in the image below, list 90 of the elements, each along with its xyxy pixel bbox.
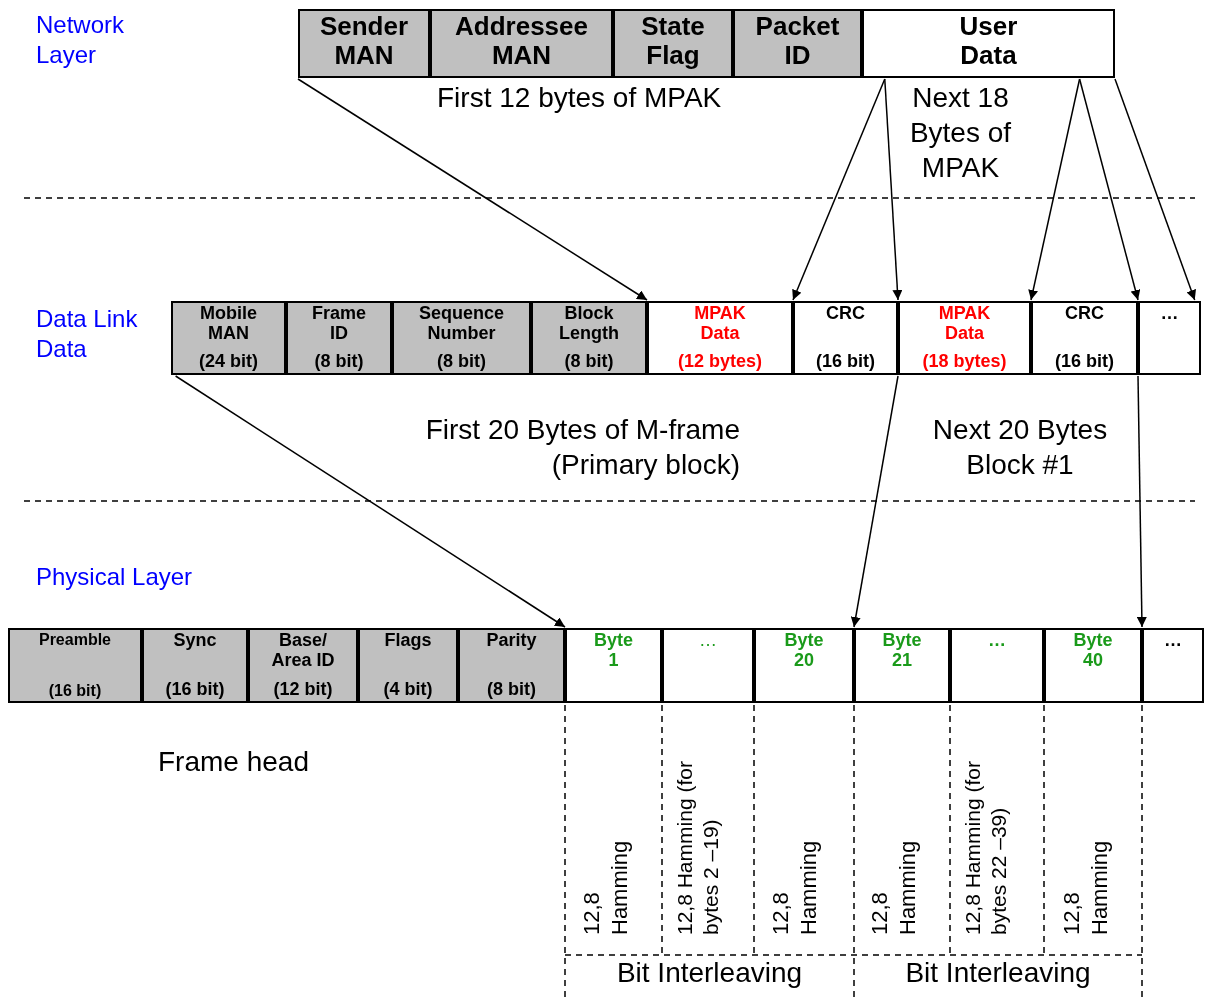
field-label: State Flag bbox=[641, 12, 705, 70]
field-label: Sequence Number bbox=[418, 304, 504, 344]
packet-field bbox=[430, 9, 613, 78]
field-label: Block Length bbox=[559, 304, 619, 344]
field-label: (12 bit) bbox=[273, 680, 333, 700]
field-label: (16 bit) bbox=[1055, 352, 1114, 372]
vertical-label: 12,8 Hamming bbox=[767, 839, 822, 935]
field-label: Addressee MAN bbox=[455, 12, 588, 70]
field-label: CRC bbox=[826, 304, 865, 324]
field-label: Byte 21 bbox=[882, 631, 922, 671]
caption-text: First 12 bytes of MPAK bbox=[437, 81, 723, 115]
field-label: Flags bbox=[384, 631, 432, 651]
packet-field bbox=[854, 628, 950, 703]
field-label: MPAK Data bbox=[938, 304, 991, 344]
caption-text: Next 20 Bytes Block #1 bbox=[931, 413, 1109, 482]
layer-label: Physical Layer bbox=[36, 562, 194, 592]
arrow bbox=[792, 78, 886, 301]
field-label: (4 bit) bbox=[383, 680, 433, 700]
field-label: (8 bit) bbox=[437, 352, 486, 372]
field-label: Frame ID bbox=[312, 304, 366, 344]
caption-text: Bit Interleaving bbox=[615, 956, 804, 990]
field-label: Byte 40 bbox=[1073, 631, 1113, 671]
packet-field bbox=[171, 301, 286, 375]
packet-field bbox=[1031, 301, 1138, 375]
arrow bbox=[850, 375, 899, 628]
field-label: … bbox=[699, 631, 717, 651]
arrow bbox=[1136, 375, 1147, 628]
field-label: … bbox=[1164, 631, 1182, 651]
field-label: Mobile MAN bbox=[200, 304, 257, 344]
caption-text: Frame head bbox=[158, 745, 310, 779]
field-label: Byte 20 bbox=[784, 631, 824, 671]
caption-text: First 20 Bytes of M-frame (Primary block) bbox=[424, 413, 740, 482]
caption-text: Next 18 Bytes of MPAK bbox=[908, 81, 1013, 185]
vertical-label: 12,8 Hamming bbox=[866, 839, 921, 935]
vertical-label: 12,8 Hamming bbox=[578, 839, 633, 935]
field-label: (8 bit) bbox=[487, 680, 536, 700]
field-label: (12 bytes) bbox=[677, 352, 762, 372]
packet-field bbox=[754, 628, 854, 703]
field-label: Sync bbox=[173, 631, 217, 651]
field-label: (18 bytes) bbox=[922, 352, 1007, 372]
arrow bbox=[1028, 78, 1081, 301]
field-label: Byte 1 bbox=[594, 631, 633, 671]
packet-field bbox=[862, 9, 1115, 78]
field-label: (8 bit) bbox=[314, 352, 364, 372]
field-label: Preamble bbox=[38, 631, 111, 649]
field-label: (16 bit) bbox=[48, 682, 102, 700]
layer-label: Data Link Data bbox=[36, 304, 139, 364]
packet-field bbox=[142, 628, 248, 703]
field-label: CRC bbox=[1065, 304, 1104, 324]
field-label: (16 bit) bbox=[165, 680, 225, 700]
arrow bbox=[297, 78, 648, 301]
arrow bbox=[1078, 78, 1141, 301]
field-label: (24 bit) bbox=[199, 352, 258, 372]
packet-field bbox=[1044, 628, 1142, 703]
layer-label: Network Layer bbox=[36, 10, 126, 70]
packet-field bbox=[950, 628, 1044, 703]
packet-field bbox=[647, 301, 793, 375]
packet-field bbox=[733, 9, 862, 78]
field-label: … bbox=[1160, 304, 1179, 324]
packet-field bbox=[898, 301, 1031, 375]
packet-field bbox=[662, 628, 754, 703]
packet-field bbox=[613, 9, 733, 78]
field-label: … bbox=[988, 631, 1006, 651]
caption-text: Bit Interleaving bbox=[904, 956, 1092, 990]
arrow bbox=[1114, 78, 1196, 301]
packet-field bbox=[1142, 628, 1204, 703]
packet-field bbox=[298, 9, 430, 78]
field-label: Parity bbox=[486, 631, 537, 651]
field-label: User Data bbox=[959, 12, 1018, 70]
packet-field bbox=[458, 628, 565, 703]
packet-field bbox=[531, 301, 647, 375]
field-label: MPAK Data bbox=[694, 304, 746, 344]
packet-field bbox=[392, 301, 531, 375]
vertical-label: 12,8 Hamming (for bytes 2 –19) bbox=[672, 760, 724, 935]
packet-field bbox=[1138, 301, 1201, 375]
field-label: (8 bit) bbox=[564, 352, 614, 372]
arrow bbox=[174, 375, 566, 628]
packet-field bbox=[793, 301, 898, 375]
arrow bbox=[884, 78, 903, 301]
packet-field bbox=[286, 301, 392, 375]
vertical-label: 12,8 Hamming (for bytes 22 –39) bbox=[960, 760, 1012, 935]
vertical-label: 12,8 Hamming bbox=[1058, 839, 1113, 935]
packet-field bbox=[565, 628, 662, 703]
packet-field bbox=[248, 628, 358, 703]
packet-field bbox=[358, 628, 458, 703]
field-label: Packet ID bbox=[755, 12, 840, 70]
field-label: Sender MAN bbox=[319, 12, 409, 70]
field-label: Base/ Area ID bbox=[270, 631, 336, 671]
packet-field bbox=[8, 628, 142, 703]
field-label: (16 bit) bbox=[816, 352, 875, 372]
